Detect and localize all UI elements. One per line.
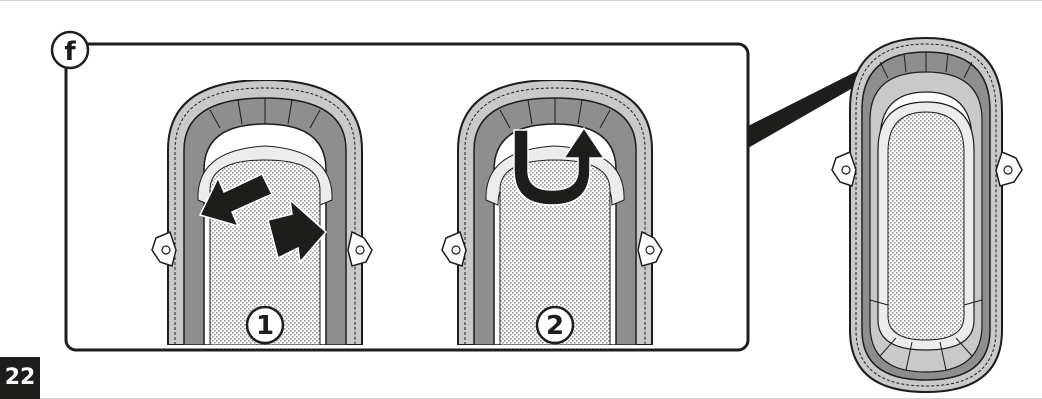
instruction-panel [64,42,750,352]
buckle-icon [151,230,177,267]
figure-label-circle [50,30,90,70]
step2-circle [535,305,575,345]
buckle-icon [347,230,373,267]
arrow-right-icon [267,198,328,264]
top-rule [0,0,1042,1]
buckle-icon [831,150,857,187]
buckle-icon [995,150,1023,187]
figure-label: f [64,37,76,67]
step1-circle [245,305,285,345]
step2-bassinet [457,80,653,345]
buckle-icon [441,230,467,267]
step2-label: 2 [546,311,564,341]
buckle-icon [637,230,663,267]
full-bassinet [849,36,1003,394]
page-number: 22 [0,357,40,399]
step1-label: 1 [256,311,274,341]
u-turn-arrow-icon [513,126,606,206]
step1-bassinet [167,80,363,345]
arrow-left-icon [198,173,274,228]
